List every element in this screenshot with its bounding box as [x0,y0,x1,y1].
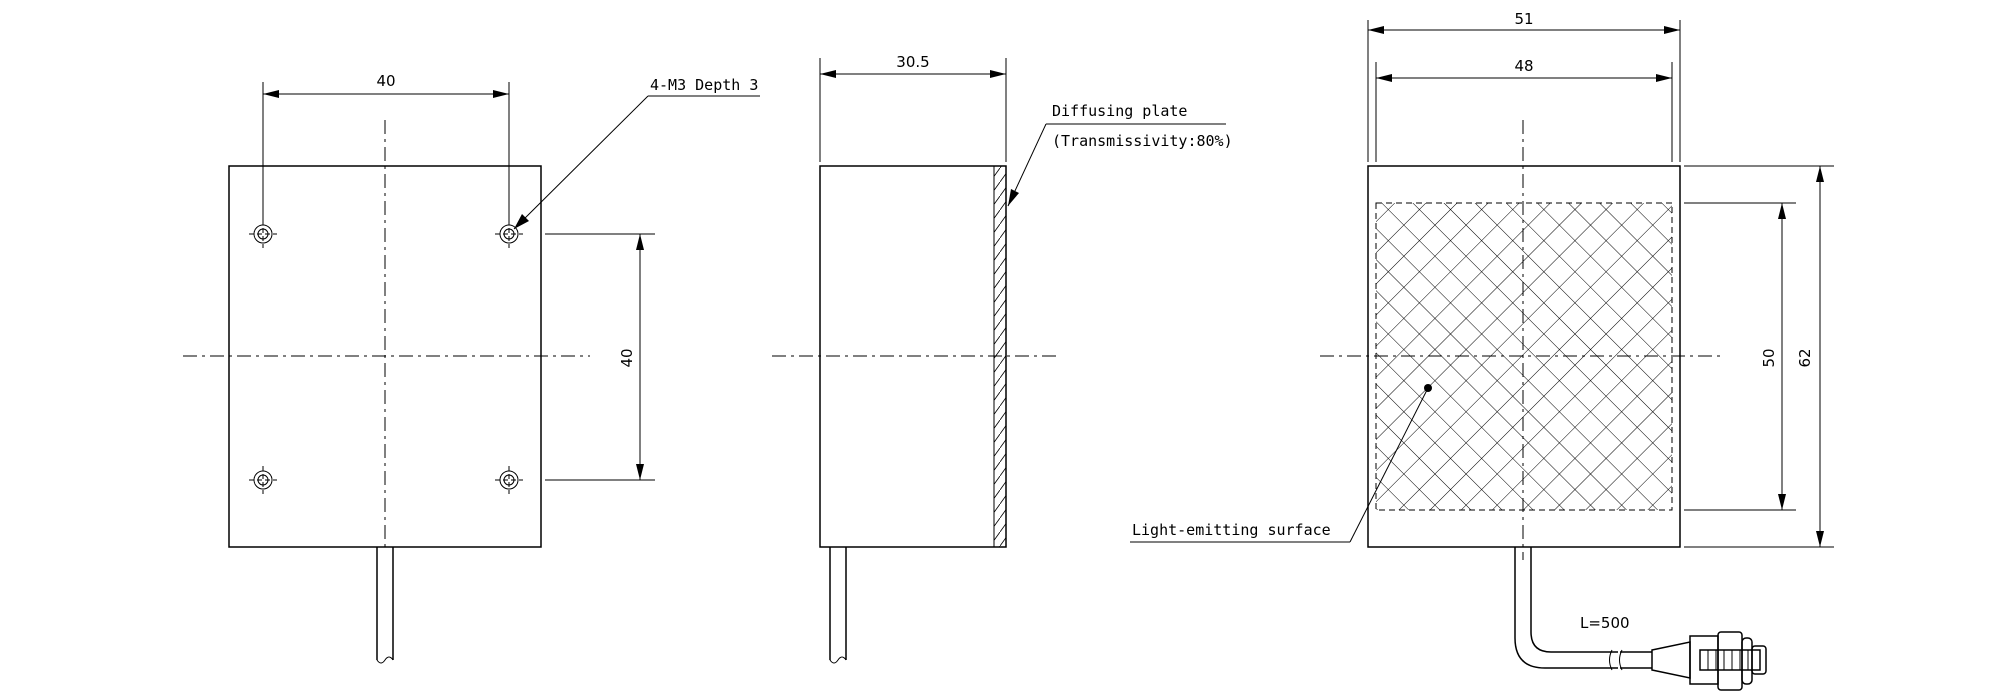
front-inner-width-dimension: 48 [1375,57,1673,162]
front-outer-height-label: 62 [1796,348,1814,367]
front-outer-width-dimension: 51 [1367,10,1681,162]
rear-cable [376,547,394,664]
hole-note-label: 4-M3 Depth 3 [650,76,758,94]
cable-connector [1651,631,1767,691]
surface-callout: Light-emitting surface [1130,384,1432,543]
rear-height-dimension: 40 [545,233,655,481]
front-inner-width-label: 48 [1514,57,1533,75]
rear-height-label: 40 [618,348,636,367]
side-cable [829,547,847,664]
side-depth-dimension: 30.5 [819,53,1007,162]
side-depth-label: 30.5 [896,53,929,71]
rear-view: 40 40 4-M3 Depth 3 [183,72,760,664]
front-inner-height-dimension: 50 [1684,202,1796,511]
hole-callout: 4-M3 Depth 3 [513,76,760,230]
diffuser-note-line1: Diffusing plate [1052,102,1187,120]
mounting-hole-top-right [495,220,523,248]
mounting-hole-top-left [249,220,277,248]
front-view: 51 48 50 62 [1130,10,1834,691]
diffuser-note-line2: (Transmissivity:80%) [1052,132,1233,150]
front-cable: L=500 [1514,547,1652,671]
diffuser-callout: Diffusing plate (Transmissivity:80%) [1007,102,1233,207]
rear-width-label: 40 [376,72,395,90]
front-outer-width-label: 51 [1514,10,1533,28]
surface-note-label: Light-emitting surface [1132,521,1331,539]
mounting-hole-bottom-right [495,466,523,494]
front-inner-height-label: 50 [1760,348,1778,367]
rear-width-dimension: 40 [262,72,510,222]
mounting-hole-bottom-left [249,466,277,494]
side-view: 30.5 Diffusing plate (Transmissivity:80%… [772,53,1233,664]
cable-length-label: L=500 [1580,614,1630,632]
front-outer-height-dimension: 62 [1684,165,1834,548]
